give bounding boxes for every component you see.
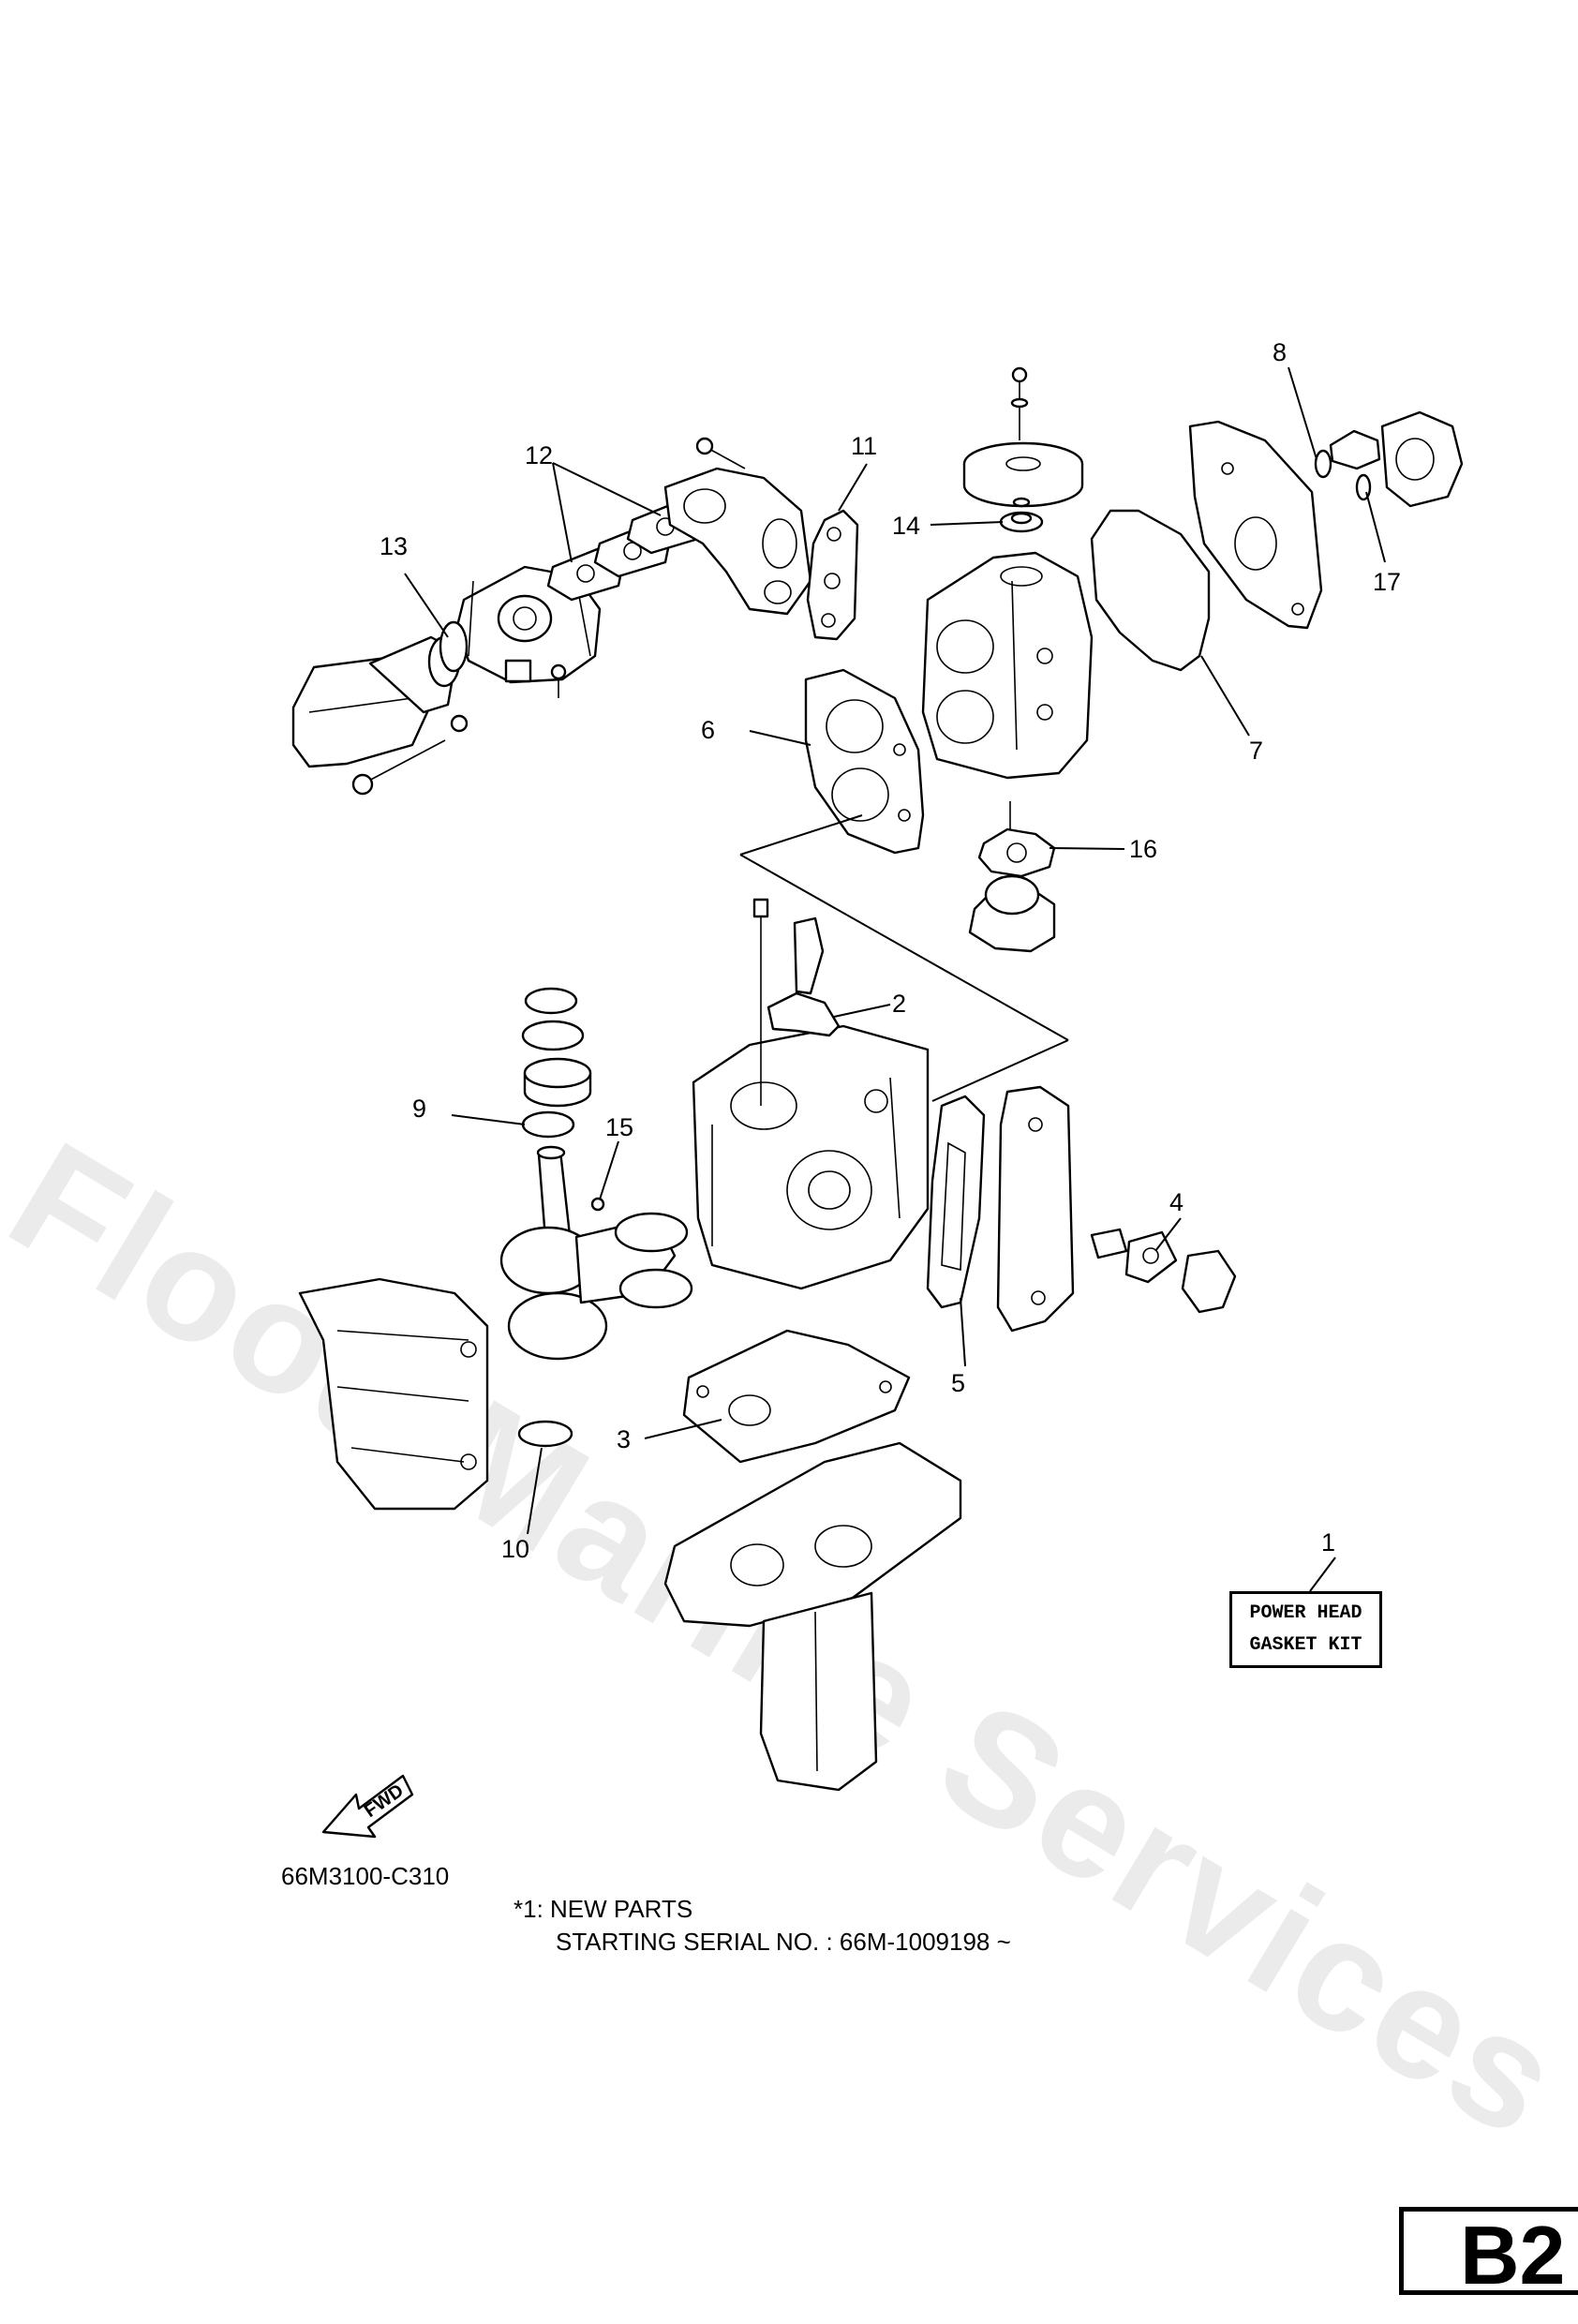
callout-14: 14 — [892, 512, 920, 540]
callout-3: 3 — [617, 1425, 631, 1453]
callout-1: 1 — [1321, 1528, 1335, 1557]
exhaust-cover-gasket — [806, 509, 859, 641]
callout-15: 15 — [605, 1113, 633, 1141]
note-serial-number: STARTING SERIAL NO. : 66M-1009198 ~ — [556, 1928, 1011, 1956]
callout-2: 2 — [892, 990, 906, 1018]
power-head-gasket-kit-label: POWER HEAD GASKET KIT — [1229, 1591, 1382, 1668]
callout-labels: 1 2 3 4 5 6 7 8 9 10 11 12 13 14 15 16 1… — [380, 338, 1401, 1563]
exhaust-cover-gasket-5 — [926, 1095, 986, 1309]
thermostat-cover — [1314, 410, 1464, 508]
carburetor-o-ring — [439, 620, 469, 673]
cylinder-head-gasket — [804, 668, 925, 855]
cylinder-head — [921, 551, 1094, 780]
crankcase — [298, 1277, 489, 1511]
callout-6: 6 — [701, 716, 715, 744]
callout-17: 17 — [1373, 568, 1401, 596]
callout-4: 4 — [1169, 1188, 1184, 1216]
upper-casing — [663, 1441, 962, 1792]
callout-10: 10 — [501, 1535, 529, 1563]
exhaust-cover — [996, 1085, 1075, 1333]
base-gasket-3 — [682, 1329, 911, 1464]
page-code-badge: B2 — [1399, 2207, 1578, 2302]
water-pump-gasket-16 — [977, 801, 1056, 878]
thermostat-4 — [1090, 1228, 1237, 1314]
dowel-pin-15 — [590, 1197, 605, 1212]
callout-16: 16 — [1129, 835, 1157, 863]
kit-label-line2: GASKET KIT — [1249, 1634, 1362, 1656]
intake-manifold — [663, 437, 812, 616]
cylinder-block — [692, 1024, 930, 1290]
callout-13: 13 — [380, 532, 408, 560]
crankshaft-bearing-upper — [521, 987, 592, 1108]
callout-7: 7 — [1249, 737, 1263, 765]
intake-silencer — [291, 635, 469, 796]
diagram-code: 66M3100-C310 — [281, 1862, 450, 1890]
callout-8: 8 — [1273, 338, 1287, 366]
head-cover — [1188, 420, 1323, 630]
callout-12: 12 — [525, 441, 553, 469]
oil-seal-9 — [521, 1110, 575, 1139]
thermostat-housing-gasket-2 — [767, 991, 841, 1037]
leader-lines — [404, 366, 1386, 1592]
head-cover-gasket — [1090, 509, 1211, 672]
block-bolt — [752, 898, 825, 1106]
shaft-seal-14 — [999, 497, 1044, 533]
kit-label-line1: POWER HEAD — [1249, 1602, 1362, 1624]
assembly-leader-6c — [931, 1039, 1069, 1102]
callout-11: 11 — [851, 432, 877, 460]
water-pump-housing — [968, 874, 1056, 953]
callout-9: 9 — [412, 1095, 426, 1123]
assembly-leader-6a — [739, 814, 863, 856]
assembly-leader-6b — [739, 854, 1069, 1041]
crankshaft — [499, 1145, 693, 1361]
oil-seal-10 — [517, 1420, 573, 1448]
callout-5: 5 — [951, 1369, 965, 1397]
flywheel-pulley — [962, 366, 1084, 508]
note-new-parts: *1: NEW PARTS — [514, 1895, 693, 1923]
page-code: B2 — [1460, 2209, 1566, 2302]
fwd-arrow: FWD — [321, 1774, 414, 1839]
